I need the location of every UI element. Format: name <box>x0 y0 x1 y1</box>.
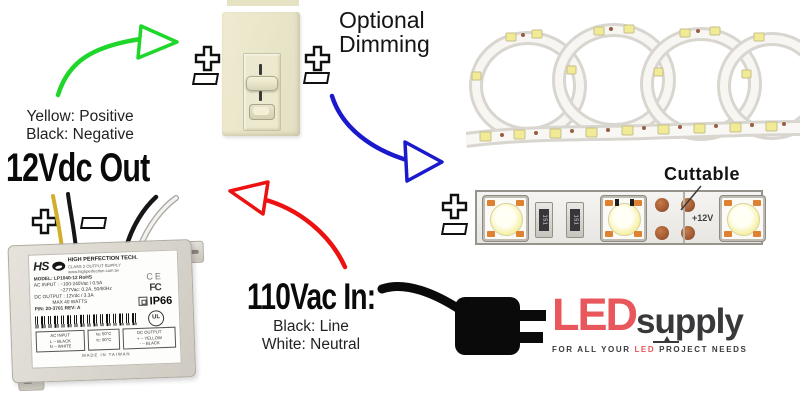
solder-pad <box>655 226 669 240</box>
plug-prong <box>518 332 543 343</box>
led-chip-3 <box>720 196 765 241</box>
plug-prong <box>518 310 546 321</box>
cuttable-label: Cuttable <box>664 164 740 184</box>
plus-terminal-icon <box>304 45 331 72</box>
logo-supply-text: supply <box>636 302 744 341</box>
resistor-1: 151 <box>535 202 553 238</box>
cuttable-strip-photo: 151 151 +12V <box>475 190 765 245</box>
dimmer-slider-knob <box>246 76 278 91</box>
dc-wire-legend: Yellow: Positive Black: Negative <box>26 108 134 144</box>
plus-terminal-icon <box>194 45 221 72</box>
ac-power-plug-icon <box>377 281 546 355</box>
solder-pad <box>655 198 669 212</box>
ac-wire-legend: Black: Line White: Neutral <box>261 318 361 354</box>
dimmer-rocker-switch <box>249 104 275 120</box>
logo-tagline: FOR ALL YOUR LED PROJECT NEEDS <box>552 345 748 354</box>
red-arrow <box>228 180 348 270</box>
plus-terminal-icon <box>31 208 58 235</box>
led-phosphor <box>608 203 641 236</box>
plus-terminal-icon <box>441 193 468 220</box>
dimmer-photo-top-fragment <box>227 0 299 6</box>
up-arrow-icon <box>663 336 671 343</box>
led-phosphor <box>727 203 760 236</box>
led-phosphor <box>490 203 523 236</box>
led-strip-coil-photo <box>466 23 800 148</box>
strip-voltage-label: +12V <box>692 213 714 223</box>
cuttable-pointer-line <box>680 185 702 211</box>
dimmer-slider-track-lower <box>259 91 262 101</box>
coil-led-chips <box>471 24 778 142</box>
coil-solder-dots <box>500 27 786 137</box>
led-chip-2 <box>601 196 646 241</box>
ledsupply-logo: LEDsupply FOR ALL YOUR LED PROJECT NEEDS <box>552 292 798 354</box>
logo-led-text: LED <box>552 289 638 340</box>
optional-dimming-label: Optional Dimming <box>339 7 430 58</box>
plug-body <box>455 297 520 355</box>
blue-arrow <box>329 93 444 183</box>
resistor-2: 151 <box>566 202 584 238</box>
dimmer-switch <box>222 12 300 136</box>
led-chip-1 <box>483 196 528 241</box>
ac-in-title: 110Vac In: <box>247 276 376 317</box>
cut-line <box>683 192 685 243</box>
dimmer-slider-track-upper <box>259 64 262 75</box>
green-arrow <box>55 24 179 98</box>
logo-underline <box>653 336 679 343</box>
dc-out-title: 12Vdc Out <box>6 146 150 190</box>
